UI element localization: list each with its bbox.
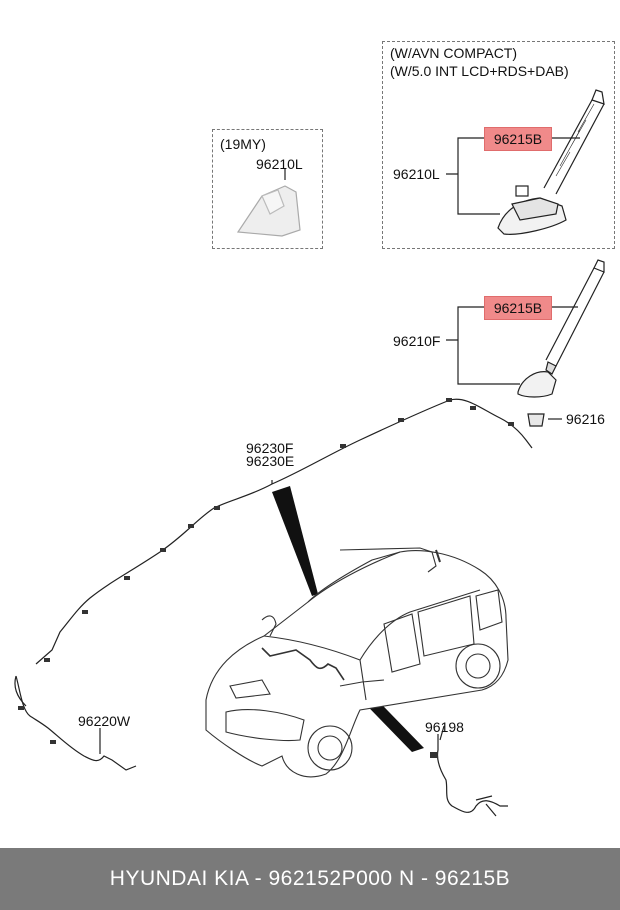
part-label-96210l: 96210L	[393, 166, 440, 182]
part-number-footer: HYUNDAI KIA - 962152P000 N - 96215B	[0, 848, 620, 910]
variant-note-line1: (W/AVN COMPACT)	[390, 45, 518, 61]
antenna-assembly-middle-drawing	[446, 259, 605, 398]
variant-note-line2: (W/5.0 INT LCD+RDS+DAB)	[390, 63, 569, 79]
part-label-96210f: 96210F	[393, 333, 441, 349]
year-note-label: (19MY)	[220, 136, 266, 152]
variant-box-avn	[382, 41, 615, 249]
part-label-96210l-box: 96210L	[256, 156, 303, 172]
part-label-96220w: 96220W	[78, 713, 131, 729]
antenna-assembly-upper-drawing	[446, 89, 605, 235]
car-drawing	[205, 547, 509, 778]
leader-wedge-roof	[272, 486, 318, 596]
leader-96198	[439, 725, 445, 741]
part-label-96230f: 96230F	[246, 440, 294, 456]
part-label-96216: 96216	[566, 411, 605, 427]
highlight-96215b-mid[interactable]: 96215B	[484, 296, 552, 320]
cable-96230-drawing	[14, 398, 533, 771]
variant-box-19my	[212, 129, 323, 249]
parts-diagram: (W/AVN COMPACT) (W/5.0 INT LCD+RDS+DAB) …	[14, 41, 615, 817]
nut-96216-drawing	[527, 413, 562, 427]
part-label-96198: 96198	[425, 719, 464, 735]
part-label-96230e: 96230E	[246, 453, 295, 469]
shark-fin-19my-drawing	[236, 185, 301, 237]
diagram-drawing	[14, 89, 605, 817]
cable-96198-drawing	[430, 734, 508, 817]
highlight-96215b-top[interactable]: 96215B	[484, 127, 552, 151]
